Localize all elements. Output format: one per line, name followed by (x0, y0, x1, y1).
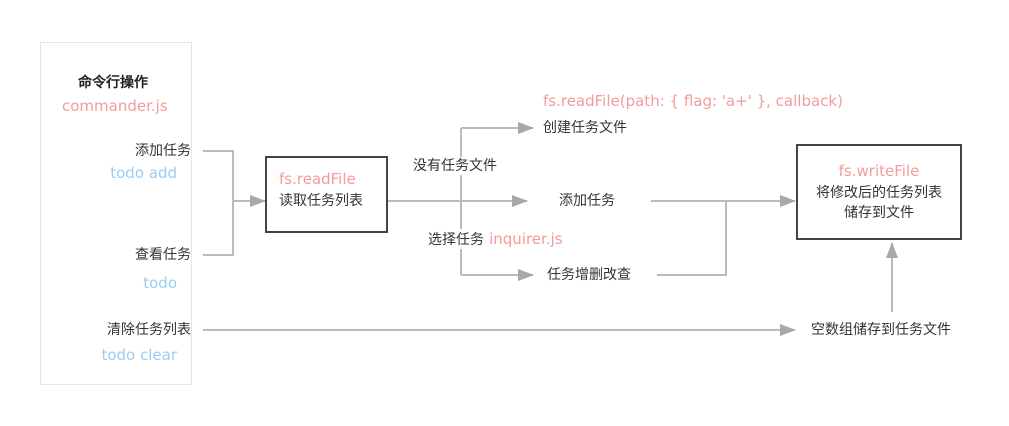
select-condition-library: inquirer.js (489, 230, 563, 248)
select-condition-text: 选择任务 (428, 232, 484, 248)
command-add-cmd: todo add (110, 164, 177, 182)
write-file-box: fs.writeFile 将修改后的任务列表 储存到文件 (796, 144, 962, 240)
cli-panel (40, 42, 192, 385)
command-clear-label: 清除任务列表 (107, 322, 191, 338)
line-add-cmd (203, 150, 234, 256)
write-file-label-line2: 储存到文件 (844, 205, 914, 221)
read-file-api: fs.readFile (279, 170, 356, 188)
create-file-api: fs.readFile(path: { flag: 'a+' }, callba… (543, 92, 843, 110)
no-file-condition: 没有任务文件 (413, 157, 497, 175)
crud-label: 任务增删改查 (547, 267, 631, 283)
command-add-label: 添加任务 (135, 143, 191, 159)
read-file-box: fs.readFile 读取任务列表 (265, 156, 388, 233)
command-view-cmd: todo (143, 274, 177, 292)
panel-title: 命令行操作 (78, 75, 148, 91)
select-condition: 选择任务 inquirer.js (428, 229, 563, 249)
create-file-label: 创建任务文件 (543, 120, 627, 136)
write-file-label-line1: 将修改后的任务列表 (816, 185, 942, 201)
line-crud-to-merge (657, 201, 727, 276)
panel-library: commander.js (62, 97, 168, 115)
command-view-label: 查看任务 (135, 247, 191, 263)
clear-target-label: 空数组储存到任务文件 (811, 322, 951, 338)
read-file-label: 读取任务列表 (279, 193, 363, 209)
write-file-api: fs.writeFile (838, 162, 920, 180)
add-task-label: 添加任务 (559, 193, 615, 209)
command-clear-cmd: todo clear (101, 346, 177, 364)
